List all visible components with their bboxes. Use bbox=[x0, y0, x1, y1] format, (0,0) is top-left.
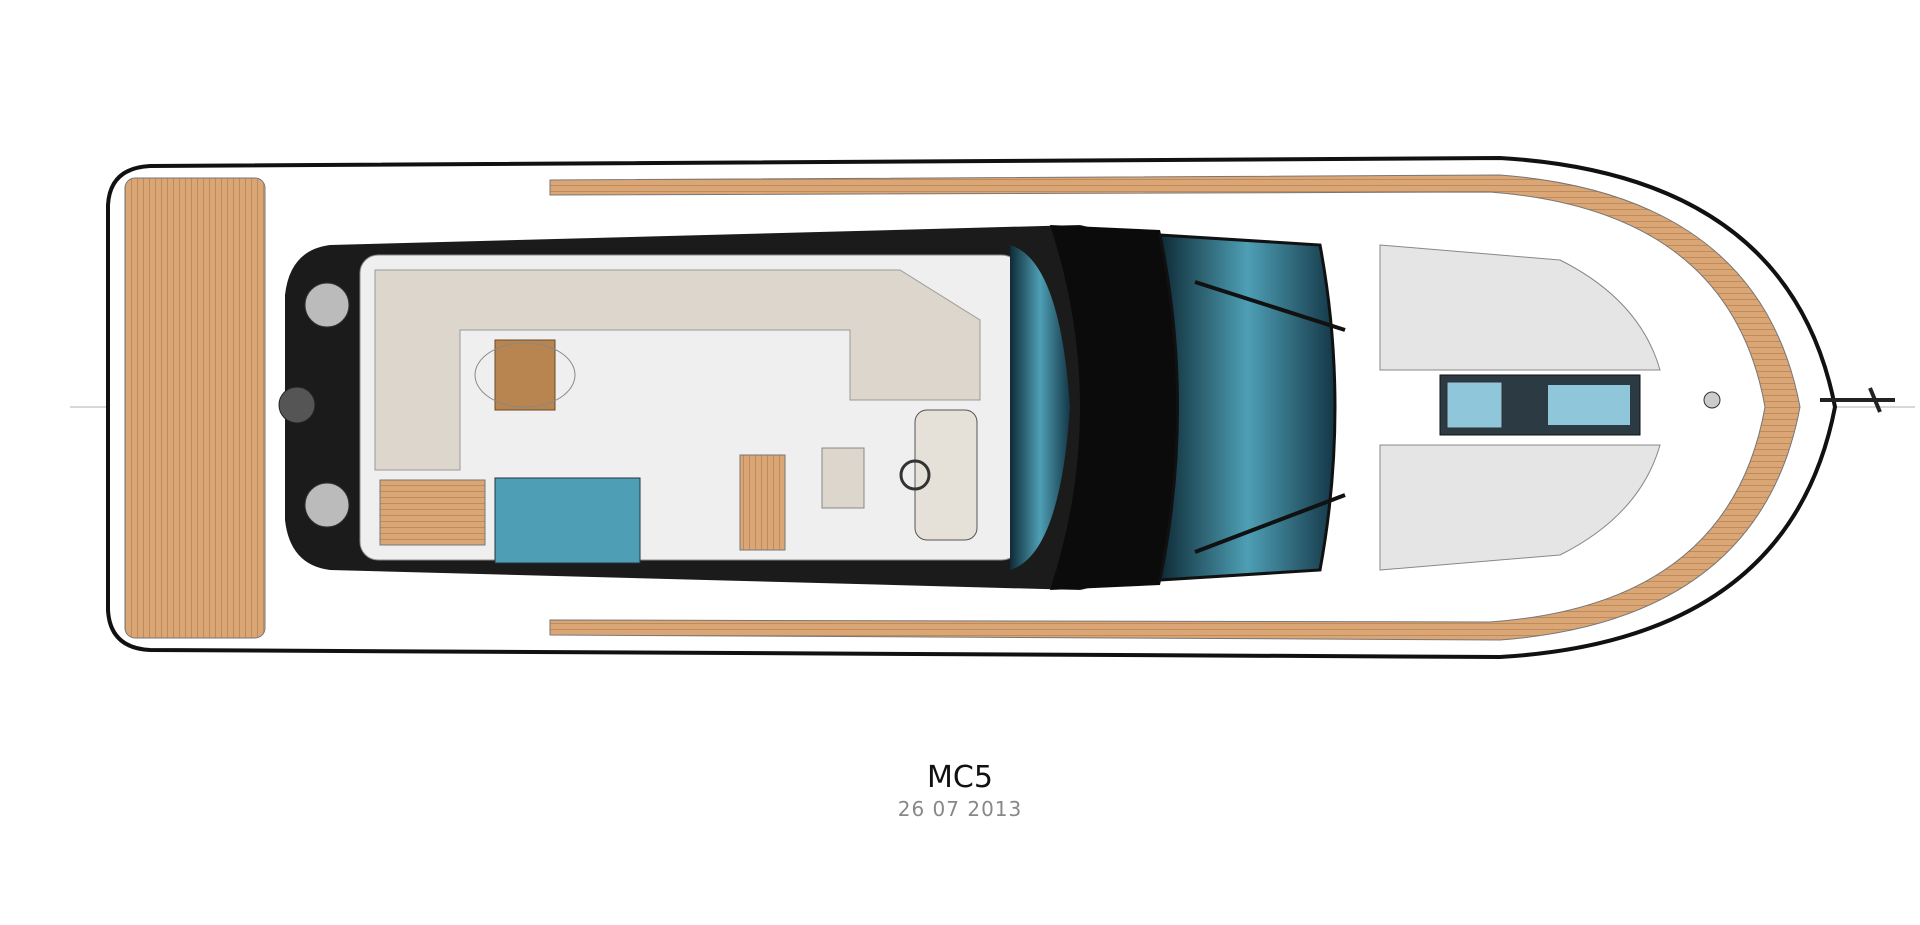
windscreen bbox=[1010, 245, 1070, 570]
anchor bbox=[1820, 387, 1895, 413]
helm-seat bbox=[821, 447, 865, 509]
forward-glass bbox=[1158, 233, 1337, 582]
stool bbox=[304, 482, 350, 528]
saloon-table bbox=[494, 339, 556, 411]
helm-console bbox=[914, 409, 978, 541]
windlass bbox=[1703, 391, 1721, 409]
stairs bbox=[494, 477, 641, 564]
steering-wheel bbox=[899, 459, 931, 491]
bow-sunpad bbox=[1379, 444, 1661, 571]
wiper bbox=[1194, 493, 1346, 554]
stool bbox=[304, 282, 350, 328]
drawing-title: MC5 bbox=[927, 760, 993, 795]
drawing-date: 26 07 2013 bbox=[897, 797, 1023, 821]
aft-teak-box bbox=[379, 479, 486, 546]
aft-settee bbox=[374, 269, 981, 471]
bow-sink bbox=[1446, 381, 1503, 429]
grill bbox=[278, 386, 316, 424]
side-deck-teak bbox=[549, 174, 1801, 641]
wiper bbox=[1194, 280, 1346, 332]
swim-platform bbox=[124, 177, 266, 639]
bow-sunpad bbox=[1379, 244, 1661, 371]
hardtop-black bbox=[1050, 225, 1180, 590]
table-base bbox=[474, 342, 576, 408]
hatch-glass bbox=[1548, 385, 1630, 425]
helm-teak-box bbox=[739, 454, 786, 551]
